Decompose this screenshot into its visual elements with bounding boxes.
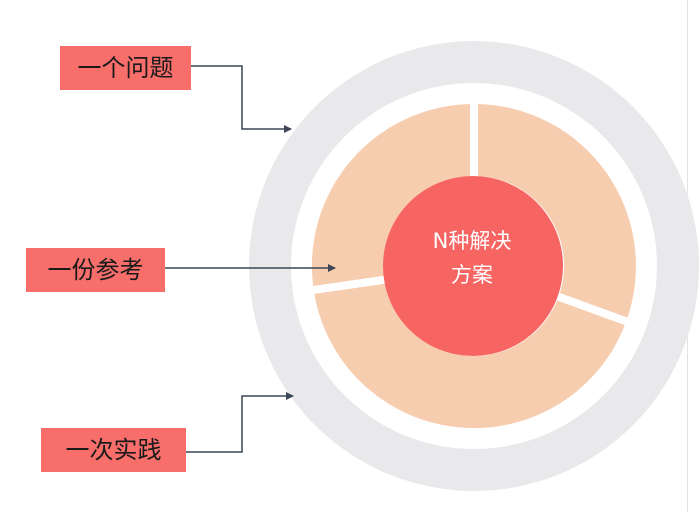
center-label-line2: 方案 xyxy=(451,263,493,287)
connector-practice xyxy=(186,392,294,453)
segment-divider-left xyxy=(309,275,390,295)
ring-segment-left xyxy=(311,103,474,290)
label-one-practice: 一次实践 xyxy=(41,428,186,472)
label-one-question: 一个问题 xyxy=(60,46,191,90)
label-one-reference: 一份参考 xyxy=(26,248,165,292)
ring-segment-bottom xyxy=(313,279,627,429)
connector-question xyxy=(191,65,292,133)
center-label-line1: N种解决 xyxy=(432,229,512,253)
segment-divider-right xyxy=(553,291,632,327)
center-circle xyxy=(383,176,563,356)
ring-segment-top-right xyxy=(474,104,636,322)
center-label: N种解决 方案 xyxy=(392,224,552,292)
